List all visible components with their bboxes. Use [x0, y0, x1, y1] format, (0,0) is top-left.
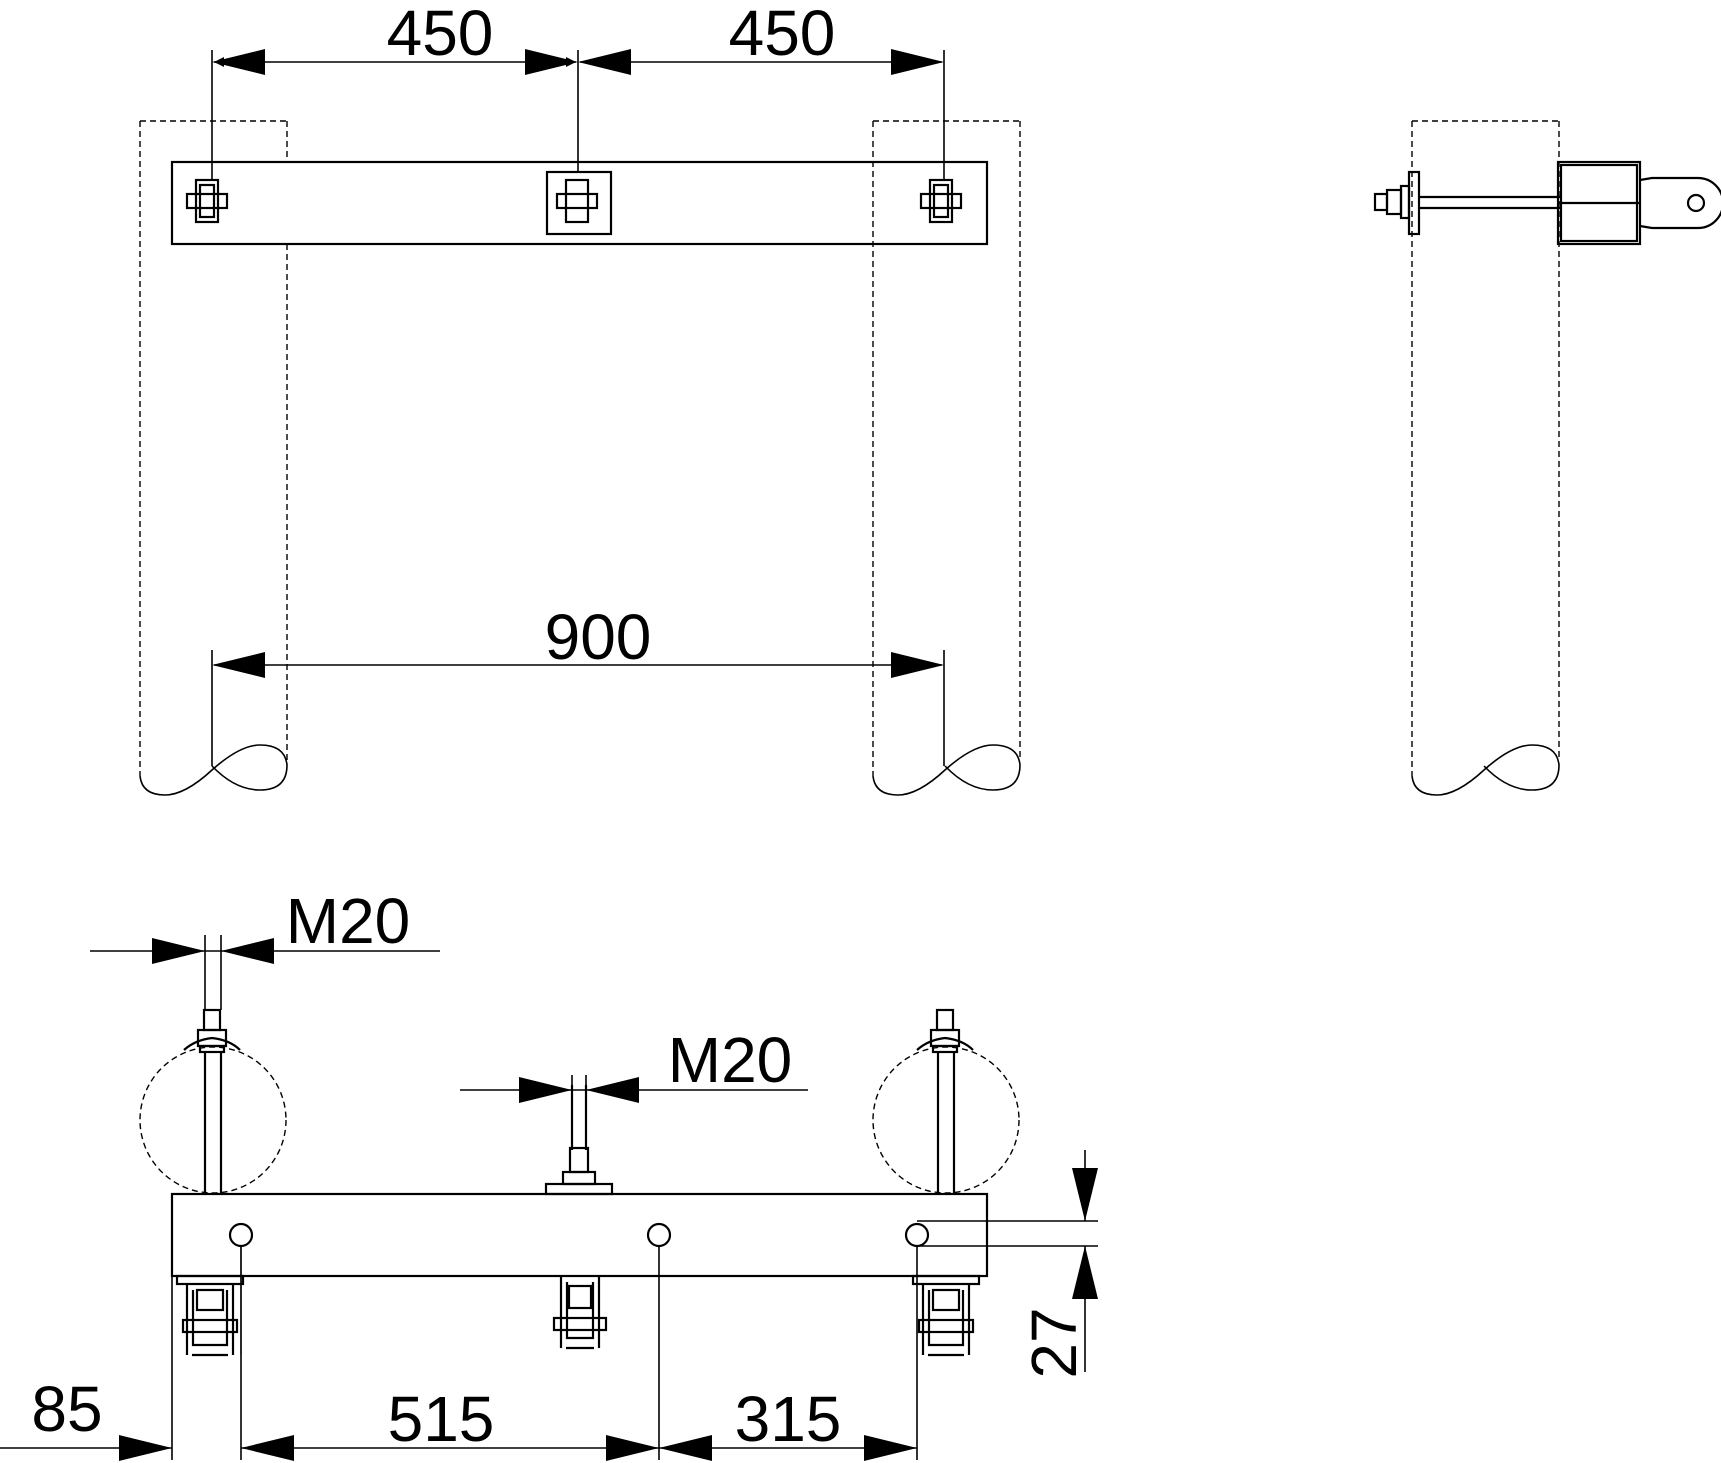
clamp-right	[919, 178, 963, 224]
left-pipe-section	[139, 1046, 287, 1194]
right-pipe-section	[872, 1046, 1020, 1194]
dim-left-to-center: 515	[241, 1383, 659, 1461]
dim-center-to-right: 315	[659, 1383, 917, 1461]
hole-center	[646, 1222, 672, 1248]
dim-pipe-span: 900	[212, 601, 944, 678]
dim-right-spacing: 450	[578, 0, 944, 75]
hole-left	[228, 1222, 254, 1248]
side-beam-section	[1556, 160, 1642, 246]
side-view	[1373, 120, 1721, 796]
left-pipe-outline	[139, 120, 288, 796]
front-view: M20 M20 27	[0, 885, 1098, 1461]
clamp-center	[545, 170, 613, 236]
clamp-left	[185, 178, 229, 224]
hole-right	[904, 1222, 930, 1248]
right-pipe-outline	[872, 120, 1021, 796]
side-bolt	[1373, 170, 1560, 236]
hanger-left	[175, 1274, 245, 1357]
hole-offset-label: 27	[1018, 1307, 1090, 1378]
dim-pipe-span-label: 900	[545, 601, 652, 673]
beam-top	[170, 160, 989, 246]
top-view: 450 450 900	[139, 0, 1021, 796]
hanger-center	[552, 1276, 608, 1350]
dim-hole-offset: 27	[917, 1150, 1098, 1379]
dim-right-spacing-label: 450	[729, 0, 836, 69]
thread-center-label: M20	[668, 1024, 793, 1096]
center-to-right-label: 315	[735, 1383, 842, 1455]
beam-front	[170, 1192, 989, 1278]
edge-to-hole-label: 85	[31, 1373, 102, 1445]
thread-left-label: M20	[286, 885, 411, 957]
dim-left-spacing: 450	[212, 0, 578, 75]
side-lug	[1639, 176, 1721, 230]
dim-left-spacing-label: 450	[387, 0, 494, 69]
left-to-center-label: 515	[388, 1383, 495, 1455]
hanger-right	[911, 1274, 981, 1357]
u-bolt-right	[916, 1008, 974, 1194]
dim-thread-left: M20	[90, 885, 440, 1010]
center-stud	[544, 1085, 614, 1196]
u-bolt-left	[183, 1008, 241, 1194]
dim-thread-center: M20	[460, 1024, 808, 1103]
